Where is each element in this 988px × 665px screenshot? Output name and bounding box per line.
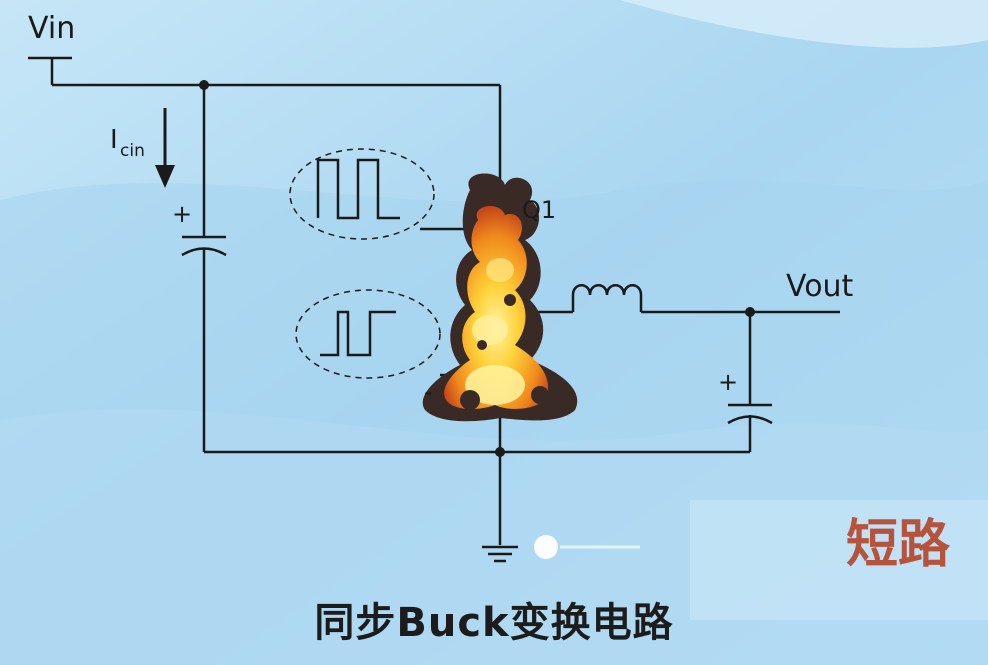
junction-output <box>745 307 755 317</box>
inductor-coil <box>571 284 643 312</box>
fire-explosion-icon <box>422 173 578 422</box>
icin-label: I <box>110 125 118 155</box>
progress-dot-icon[interactable] <box>534 535 640 559</box>
page-title: 同步Buck变换电路 <box>314 600 674 646</box>
vin-label: Vin <box>28 11 75 46</box>
q1-label: Q1 <box>522 196 556 224</box>
ground-icon <box>482 545 518 563</box>
current-arrow-icon <box>155 108 175 188</box>
junction-dots <box>199 80 755 457</box>
cin-plus-sign: + <box>172 200 192 228</box>
vout-label: Vout <box>786 269 854 304</box>
junction-top <box>199 80 209 90</box>
junction-bottom <box>495 447 505 457</box>
pwm-waveform-low-side <box>295 289 441 379</box>
low-side-minus: - <box>424 378 433 406</box>
background-glow <box>620 0 988 48</box>
status-panel <box>690 500 988 620</box>
short-circuit-label: 短路 <box>845 515 950 575</box>
pwm-waveform-high-side <box>289 148 435 240</box>
cout-plus-sign: + <box>718 368 738 396</box>
icin-subscript: cin <box>120 141 145 161</box>
